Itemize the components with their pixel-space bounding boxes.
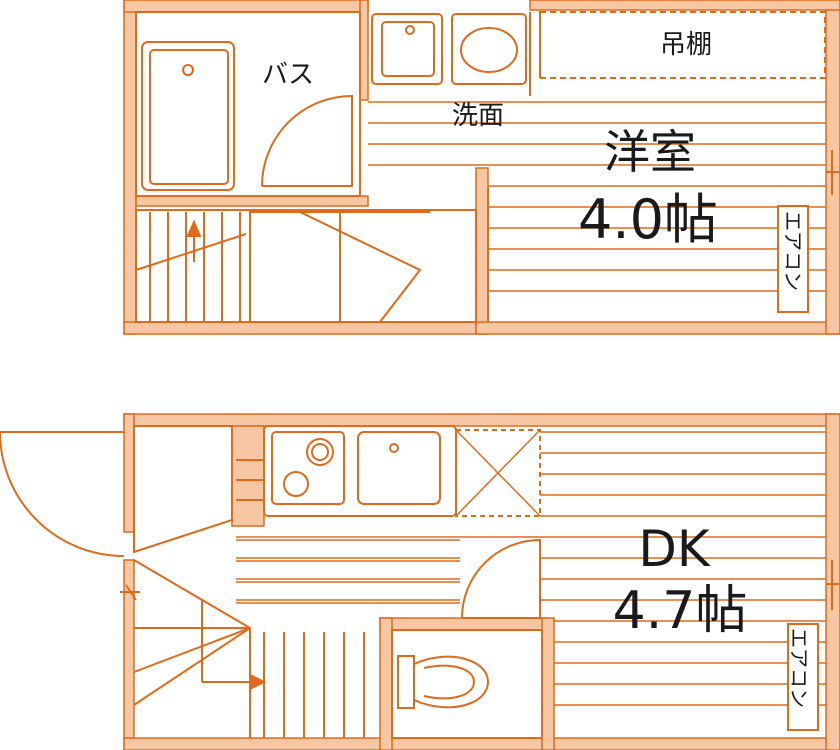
entrance-area xyxy=(133,425,233,554)
kitchen-sink-icon xyxy=(357,431,441,505)
upper-wall-bottom-right xyxy=(475,321,840,335)
toilet-tank xyxy=(397,655,415,709)
upper-wall-top-right xyxy=(529,0,840,11)
upper-wall-top-left xyxy=(123,0,369,13)
counter-lines xyxy=(236,459,264,501)
fridge-space-icon xyxy=(455,429,541,517)
bathtub-drain xyxy=(182,64,194,76)
hanging-shelf-outline xyxy=(539,11,826,79)
washbasin-bowl xyxy=(460,27,518,73)
room-size-dk: 4.7帖 xyxy=(613,581,748,641)
door-swing-icon xyxy=(461,538,541,619)
toilet-wall-right xyxy=(541,617,555,750)
aircon-label-upper: エアコン xyxy=(781,211,805,291)
toilet-icon xyxy=(413,655,490,709)
washbasin-icon xyxy=(451,13,527,85)
bathroom-outline xyxy=(135,11,361,197)
lower-wall-top xyxy=(123,413,840,427)
stove-burner-inner xyxy=(311,443,329,461)
fridge-x xyxy=(455,429,541,517)
upper-floor-walls xyxy=(123,0,840,335)
upper-floor-flooring xyxy=(368,11,840,313)
fixtures xyxy=(0,13,543,739)
aircon-label-lower: エアコン xyxy=(787,628,811,708)
stove-burner xyxy=(283,471,309,497)
aircon-box-lower xyxy=(787,623,819,731)
upper-wall-bottom-left xyxy=(123,321,485,335)
stair-lower-step xyxy=(133,627,251,673)
door-swing-icon xyxy=(0,431,125,557)
upper-wall-partition xyxy=(475,167,489,335)
room-name-western: 洋室 xyxy=(604,125,696,179)
upper-wall-left xyxy=(123,0,137,335)
stairs-upper-outline xyxy=(135,209,477,323)
stair-arrow-head-lower xyxy=(251,674,267,690)
washing-machine-icon xyxy=(371,13,443,85)
toilet-room-outline xyxy=(391,629,543,739)
kitchen-sink-drain xyxy=(389,443,399,453)
lower-wall-bottom xyxy=(123,737,840,750)
lower-wall-left-top xyxy=(123,413,135,533)
kitchen-wall-block xyxy=(231,425,265,527)
room-size-western: 4.0帖 xyxy=(578,188,718,251)
lower-wall-left-bottom xyxy=(123,559,135,750)
stove-burner xyxy=(306,438,334,466)
storage-label: 吊棚 xyxy=(660,30,712,60)
room-name-dk: DK xyxy=(638,520,711,578)
washroom-label: 洗面 xyxy=(452,101,504,131)
washing-machine-inner xyxy=(381,21,435,77)
upper-wall-bath-right xyxy=(359,0,369,101)
toilet-bowl-inner xyxy=(423,664,476,700)
bathtub-icon xyxy=(141,41,235,191)
lower-floor-flooring xyxy=(120,431,840,731)
aircon-box-upper xyxy=(777,205,809,313)
toilet-wall-left xyxy=(379,617,393,750)
stair-winder xyxy=(299,211,422,323)
stair-lower-step xyxy=(133,627,251,706)
toilet-wall-top xyxy=(379,617,549,631)
washing-machine-knob xyxy=(405,25,415,35)
bathtub-inner xyxy=(149,49,229,185)
stair-arrow-head xyxy=(186,219,202,237)
stair-diagonal xyxy=(135,233,247,271)
door-swing-icon xyxy=(261,94,353,187)
stove-icon xyxy=(271,431,345,505)
upper-wall-bath-bottom xyxy=(135,195,369,207)
bath-label: バス xyxy=(262,60,314,90)
